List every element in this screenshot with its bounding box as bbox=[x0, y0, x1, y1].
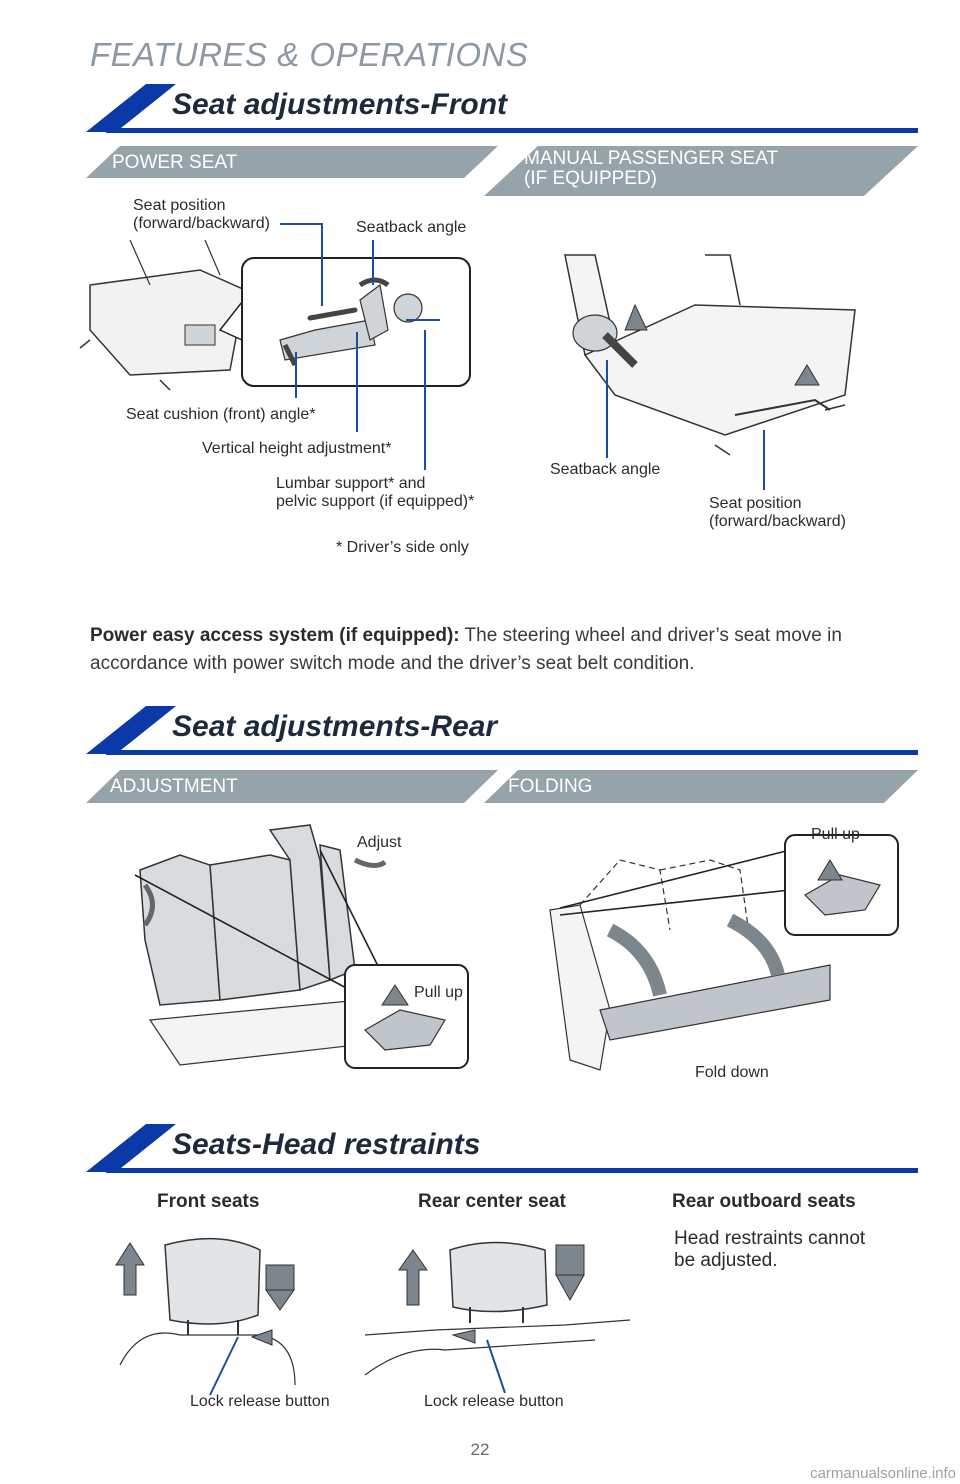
rear-fold-illustration bbox=[549, 834, 899, 1071]
label-seat-position: Seat position (forward/backward) bbox=[133, 197, 270, 232]
section-front-title: Seat adjustments-Front bbox=[172, 88, 508, 121]
watermark: carmanualsonline.info bbox=[810, 1465, 956, 1482]
page-number: 22 bbox=[470, 1440, 490, 1459]
section-rear-bar-graphic bbox=[86, 706, 918, 755]
front-subtabs bbox=[86, 146, 918, 196]
section-front-bar-graphic bbox=[86, 84, 918, 133]
label-adjust: Adjust bbox=[357, 834, 402, 851]
tab-power-seat: POWER SEAT bbox=[112, 152, 238, 173]
label-pull-up-left: Pull up bbox=[414, 984, 463, 1001]
note-heading: Power easy access system (if equipped): bbox=[90, 625, 460, 646]
label-drivers-side-only: * Driver’s side only bbox=[336, 539, 469, 556]
label-lock-release-front: Lock release button bbox=[190, 1393, 330, 1410]
label-pull-up-right: Pull up bbox=[811, 826, 860, 843]
manual-seat-leaders bbox=[606, 360, 765, 490]
power-seat-leaders bbox=[280, 223, 440, 470]
label-rear-center-seat: Rear center seat bbox=[418, 1191, 566, 1212]
section-rear-bar bbox=[86, 706, 918, 756]
power-seat-illustration bbox=[79, 239, 471, 391]
rear-subtabs bbox=[86, 770, 918, 803]
label-manual-seatback-angle: Seatback angle bbox=[550, 461, 661, 478]
label-manual-seat-position: Seat position (forward/backward) bbox=[709, 495, 846, 530]
power-easy-access-note: Power easy access system (if equipped): … bbox=[90, 622, 890, 678]
note-body: The steering wheel and driver’s seat mov… bbox=[90, 625, 842, 674]
label-front-seats: Front seats bbox=[157, 1191, 260, 1212]
tab-adjustment: ADJUSTMENT bbox=[110, 776, 238, 797]
section-head-bar bbox=[86, 1124, 918, 1174]
tab-folding: FOLDING bbox=[508, 776, 593, 797]
label-seatback-angle: Seatback angle bbox=[356, 219, 467, 236]
outboard-note: Head restraints cannot be adjusted. bbox=[674, 1228, 866, 1271]
section-front-bar bbox=[86, 84, 918, 134]
section-head-bar-graphic bbox=[86, 1124, 918, 1173]
manual-seat-illustration bbox=[564, 254, 856, 456]
label-rear-outboard-seats: Rear outboard seats bbox=[672, 1191, 856, 1212]
label-lumbar-support: Lumbar support* and pelvic support (if e… bbox=[276, 475, 475, 510]
front-head-illustration bbox=[115, 1237, 296, 1396]
center-head-illustration bbox=[364, 1241, 631, 1394]
label-fold-down: Fold down bbox=[695, 1064, 769, 1081]
label-cushion-angle: Seat cushion (front) angle* bbox=[126, 406, 316, 423]
label-lock-release-center: Lock release button bbox=[424, 1393, 564, 1410]
section-rear-title: Seat adjustments-Rear bbox=[172, 710, 498, 743]
tab-manual-passenger-seat: MANUAL PASSENGER SEAT (IF EQUIPPED) bbox=[524, 148, 779, 189]
section-head-title: Seats-Head restraints bbox=[172, 1128, 481, 1161]
rear-adjust-illustration bbox=[134, 824, 469, 1069]
label-vertical-height: Vertical height adjustment* bbox=[202, 440, 392, 457]
page-header: FEATURES & OPERATIONS bbox=[90, 36, 529, 73]
